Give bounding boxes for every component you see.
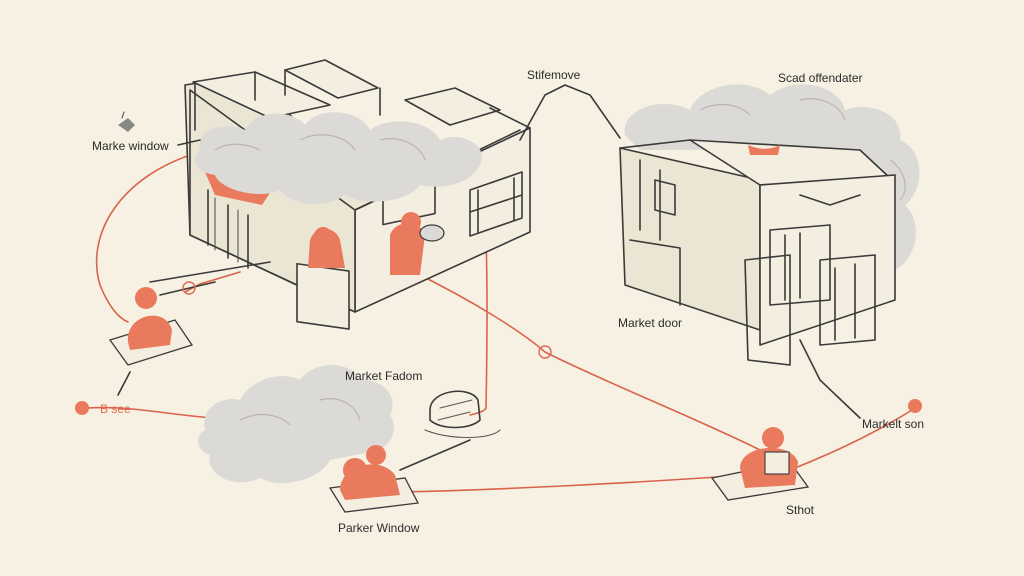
label-market-son: Markelt son (862, 417, 925, 431)
label-market-door: Market door (618, 316, 683, 330)
label-sthot: Sthot (786, 503, 815, 517)
person-bottom-center (198, 365, 420, 513)
person-right (710, 427, 810, 501)
label-stifemove: Stifemove (527, 68, 581, 82)
connector-market-son (794, 409, 913, 469)
label-scad-offender: Scad offendater (778, 71, 863, 85)
label-parker-window: Parker Window (338, 521, 420, 535)
connector-figure-to-building (95, 151, 201, 323)
leader-lines (117, 84, 861, 471)
label-market-fadom: Market Fadom (345, 369, 423, 383)
right-building (619, 84, 920, 366)
label-b-see: B see (100, 402, 131, 416)
label-marke-window: Marke window (92, 139, 169, 153)
left-building (149, 59, 531, 330)
person-left (108, 287, 194, 366)
connector-building-to-window (184, 271, 241, 293)
connector-bottom (399, 474, 746, 493)
small-box (424, 390, 501, 439)
markers (75, 111, 922, 415)
